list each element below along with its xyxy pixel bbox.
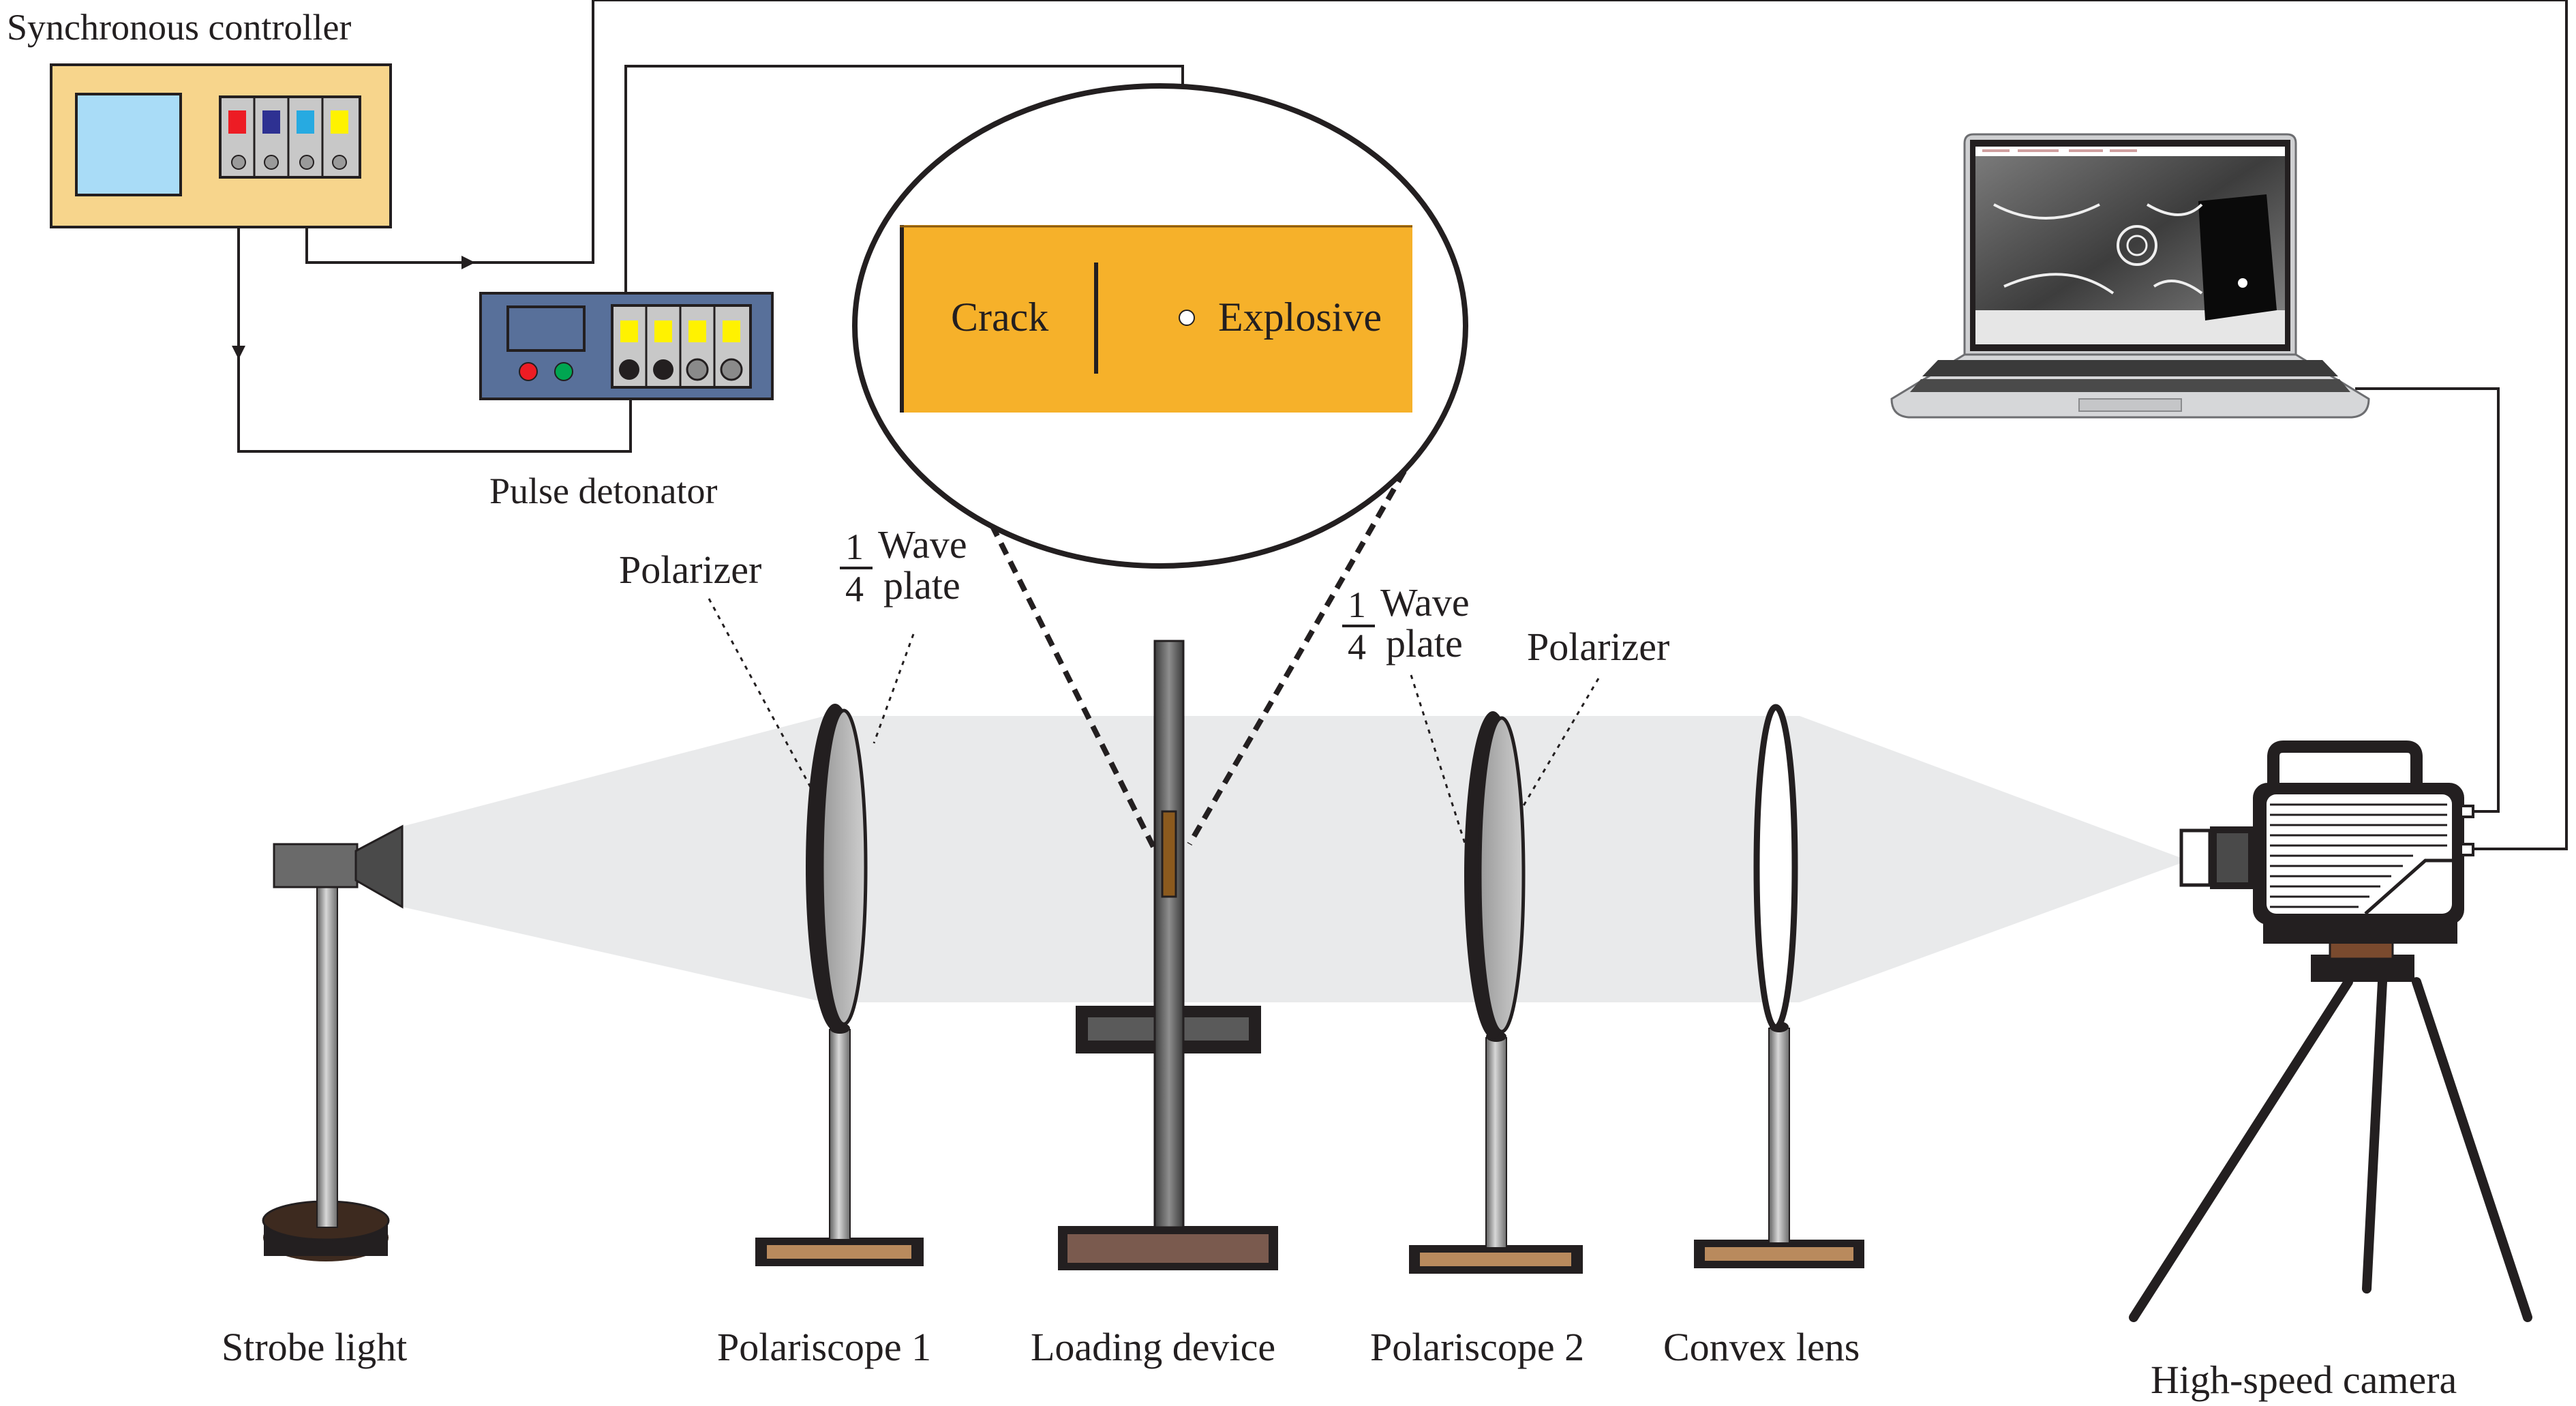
synchronous-controller [50, 63, 392, 228]
loading-device [1058, 640, 1278, 1270]
polariscope-2 [1409, 711, 1583, 1274]
light-beam [402, 716, 2188, 1002]
controller-button-cyan[interactable] [297, 110, 314, 134]
controller-screen [75, 93, 182, 196]
specimen-closeup [900, 225, 1412, 413]
svg-text:1: 1 [1348, 584, 1366, 625]
zoom-dashed-lines [989, 452, 1417, 862]
laptop-icon [1890, 133, 2370, 419]
polariscope-1 [755, 704, 924, 1266]
controller-button-yellow[interactable] [331, 110, 348, 134]
specimen-on-loader [1161, 810, 1177, 898]
detonator-button-yellow-4[interactable] [723, 320, 740, 342]
strobe-light-icon [262, 824, 404, 1261]
pulse-detonator [479, 292, 774, 400]
detonator-led-green [554, 362, 573, 381]
svg-text:plate: plate [1386, 621, 1463, 665]
convex-lens-disc [1753, 704, 1798, 1031]
svg-text:4: 4 [845, 569, 864, 610]
explosive-charge-icon [1179, 310, 1195, 326]
detonator-button-yellow-1[interactable] [620, 320, 638, 342]
label-loading-device: Loading device [1031, 1325, 1275, 1369]
controller-button-red[interactable] [228, 110, 246, 134]
svg-text:plate: plate [883, 563, 960, 608]
svg-text:1: 1 [845, 526, 864, 567]
wave-plate-1-disc [820, 708, 868, 1026]
label-polariscope-1: Polariscope 1 [717, 1325, 931, 1369]
leader-lines [708, 598, 1600, 846]
label-convex-lens: Convex lens [1663, 1325, 1860, 1369]
svg-text:Wave: Wave [1380, 580, 1470, 625]
svg-text:4: 4 [1348, 627, 1366, 668]
label-strobe-light: Strobe light [222, 1325, 407, 1369]
detonator-button-yellow-3[interactable] [688, 320, 706, 342]
detonator-led-red [519, 362, 538, 381]
label-wave-plate-right: 1 4 Wave plate [1342, 580, 1470, 668]
controller-button-navy[interactable] [262, 110, 280, 134]
label-crack: Crack [951, 295, 1048, 340]
label-pulse-detonator: Pulse detonator [489, 470, 717, 511]
label-high-speed-camera: High-speed camera [2151, 1358, 2457, 1402]
convex-lens [1694, 704, 1864, 1268]
wave-plate-2-disc [1478, 716, 1526, 1034]
label-polarizer-right: Polarizer [1527, 625, 1669, 669]
label-wave-plate-left: 1 4 Wave plate [840, 522, 967, 610]
detonator-button-yellow-2[interactable] [654, 320, 672, 342]
detonator-display [506, 305, 586, 352]
label-explosive: Explosive [1218, 295, 1382, 340]
label-polarizer-left: Polarizer [619, 548, 761, 592]
high-speed-camera-icon [2129, 741, 2532, 1322]
label-synchronous-controller: Synchronous controller [7, 7, 351, 48]
label-polariscope-2: Polariscope 2 [1370, 1325, 1584, 1369]
svg-text:Wave: Wave [878, 522, 967, 567]
